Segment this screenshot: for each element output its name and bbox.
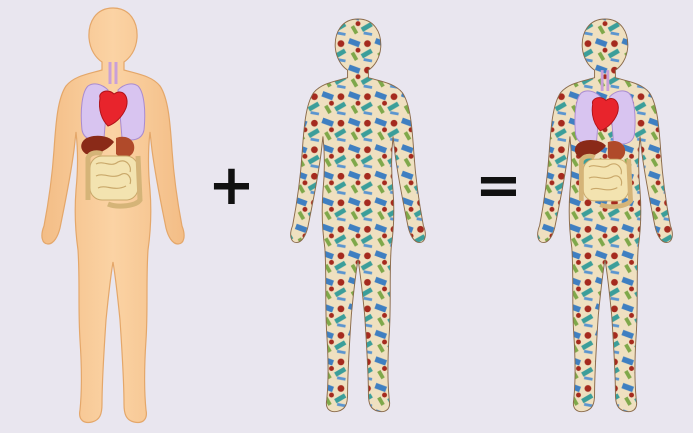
human-microbiome-figure [268,0,448,433]
human-body-organs-figure [18,0,208,433]
plus-operator: + [208,158,255,214]
microbe-fill [268,11,448,421]
small-intestines [90,156,138,200]
body-silhouette [42,8,184,423]
combined-human-figure [515,0,693,433]
